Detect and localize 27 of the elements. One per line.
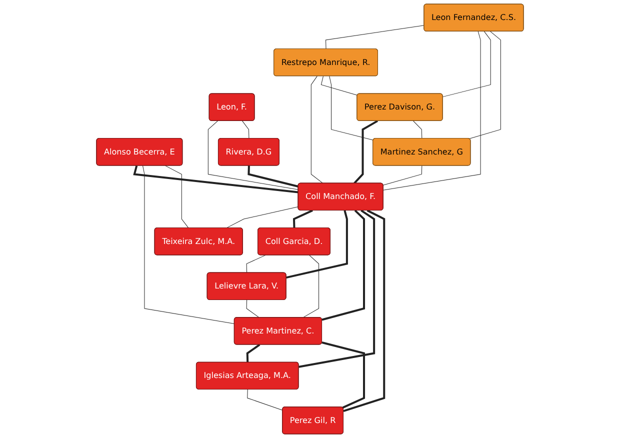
connector [343,210,386,412]
connector [320,76,358,96]
connector [208,120,298,190]
connector [246,300,260,318]
connector [302,254,320,318]
connector [329,76,374,140]
connector [298,210,376,368]
connector [383,165,422,186]
connector [142,165,235,324]
connector [292,210,313,228]
connector [248,166,298,188]
connector [322,342,366,409]
connector [286,210,348,279]
connector [246,254,266,274]
connector [310,76,324,184]
connector [354,120,378,184]
connector [442,31,491,98]
connector [413,120,422,139]
connector [165,165,189,228]
connector [383,31,481,190]
connector [322,210,366,321]
connector [326,25,424,50]
connector [247,389,283,410]
connector [242,120,250,139]
connector [133,165,298,194]
connector [468,31,501,139]
connector [226,206,298,228]
